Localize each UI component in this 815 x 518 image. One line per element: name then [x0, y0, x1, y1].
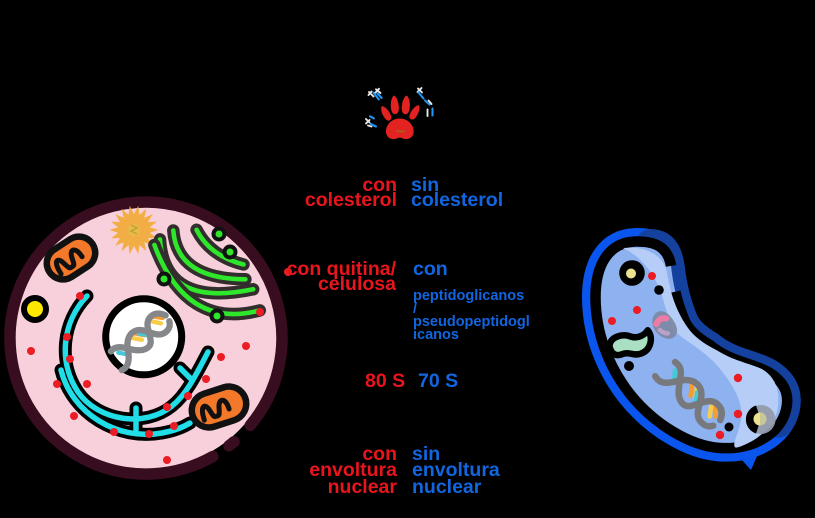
svg-text:Maki: Maki — [397, 129, 406, 134]
